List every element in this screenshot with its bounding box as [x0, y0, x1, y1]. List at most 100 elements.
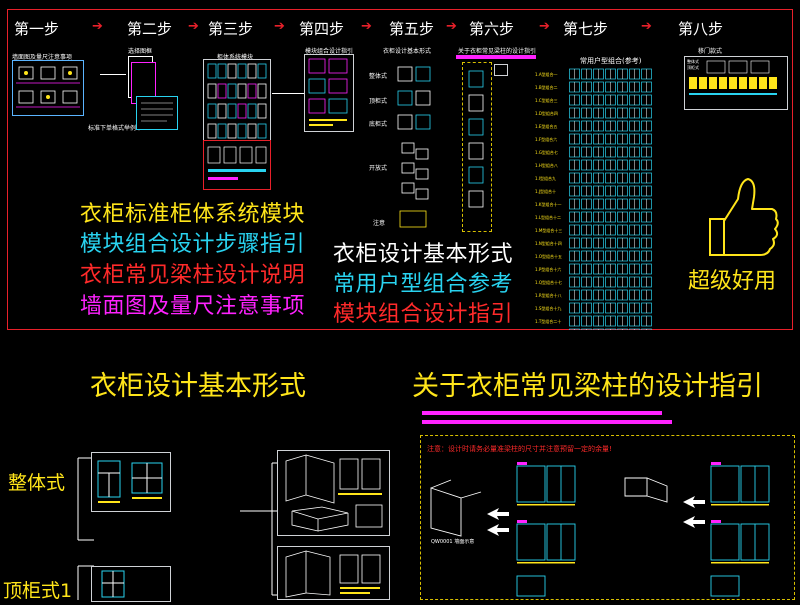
step-2-label: 第二步: [127, 20, 173, 38]
combo-row-label: 1.D型组合四: [535, 111, 558, 116]
form-type-1: 整体式: [369, 73, 388, 80]
form-label-integral: 整体式: [8, 472, 66, 494]
combo-row-label: 1.M型组合十三: [535, 228, 563, 233]
highlight-bar: [422, 420, 672, 424]
feature-item-6: 常用户型组合参考: [333, 272, 514, 297]
module-detail-drawing: [207, 146, 267, 180]
sliding-door-sheet: 整体式 顶柜式: [684, 56, 788, 110]
order-sample-thumb: [136, 96, 178, 130]
combo-row-label: 1.J型组合十: [535, 189, 556, 194]
design-note: 注意：设计时请务必量准梁柱的尺寸并注意预留一定的余量!: [427, 445, 612, 453]
basic-forms-title: 衣柜设计基本形式: [90, 371, 306, 402]
beam-column-guide: [462, 62, 492, 232]
beam-guide-title: 关于衣柜常见梁柱的设计指引: [412, 371, 763, 402]
combo-row-label: 1.N型组合十四: [535, 241, 562, 246]
feature-item-2: 模块组合设计步骤指引: [80, 232, 306, 257]
form-type-2: 顶柜式: [369, 98, 388, 105]
feature-item-3: 衣柜常见梁柱设计说明: [80, 263, 306, 288]
step-8-caption: 移门款式: [698, 48, 723, 55]
step-4-caption: 模块组合设计指引: [305, 48, 354, 55]
step-6-caption: 关于衣柜常见梁柱的设计指引: [458, 48, 537, 55]
combo-row-label: 1.G型组合七: [535, 150, 558, 155]
form-type-3: 底柜式: [369, 121, 388, 128]
form-type-4: 开放式: [369, 165, 388, 172]
combo-row-label: 1.Q型组合十七: [535, 280, 562, 285]
top-cabinet-drawing: [91, 566, 171, 602]
arrow-right-icon: ➔: [188, 19, 199, 34]
step-2-caption-b: 标准下单格式举例本: [88, 125, 143, 132]
slogan-text: 超级好用: [688, 269, 777, 294]
overview-frame: [7, 9, 793, 330]
step-1-label: 第一步: [14, 20, 60, 38]
wardrobe-form-svg-2: [285, 550, 381, 598]
combo-row-label: 1.A型组合一: [535, 72, 558, 77]
combo-row-label: 1.E型组合五: [535, 124, 558, 129]
step-1-caption: 墙面图及量尺注意事项: [12, 54, 73, 61]
wardrobe-form-sheet-1: [277, 450, 390, 536]
step-5-label: 第五步: [389, 20, 435, 38]
highlight-bar: [456, 55, 536, 59]
arrow-right-icon: ➔: [274, 19, 285, 34]
combo-row-label: 1.F型组合六: [535, 137, 558, 142]
beam-detail-thumb: [494, 64, 508, 76]
combo-row-label: 1.T型组合二十: [535, 319, 562, 324]
feature-item-1: 衣柜标准柜体系统模块: [80, 202, 306, 227]
step-3-caption: 柜体系统模块: [217, 54, 254, 61]
combo-row-label: 1.O型组合十五: [535, 254, 562, 259]
wardrobe-form-svg-1: [285, 454, 383, 532]
layout-combos-drawing: [569, 68, 653, 330]
combo-row-label: 1.S型组合十九: [535, 306, 562, 311]
step-5-caption: 衣柜设计基本形式: [383, 48, 432, 55]
figure-caption: QW0001 墙面示意: [431, 539, 475, 545]
integral-cabinet-drawing: [91, 452, 171, 512]
feature-item-7: 模块组合设计指引: [333, 302, 514, 327]
arrow-right-icon: ➔: [446, 19, 457, 34]
arrow-right-icon: ➔: [92, 19, 103, 34]
wall-plan-drawing: [16, 66, 80, 108]
combo-row-label: 1.L型组合十二: [535, 215, 562, 220]
form-types-column: [396, 63, 434, 233]
step-7-label: 第七步: [563, 20, 609, 38]
step-8-label: 第八步: [678, 20, 724, 38]
combo-row-label: 1.P型组合十六: [535, 267, 562, 272]
beam-guide-panel: 注意：设计时请务必量准梁柱的尺寸并注意预留一定的余量! QW0001 墙面示意: [420, 435, 795, 600]
connector-line: [100, 74, 126, 75]
connector-line: [272, 93, 304, 94]
tree-connector: [240, 462, 280, 596]
combo-row-label: 1.H型组合八: [535, 163, 558, 168]
module-detail-sheet: [203, 140, 271, 190]
step-6-label: 第六步: [469, 20, 515, 38]
form-types-drawing: [397, 66, 431, 228]
integral-cabinet-svg: [97, 460, 163, 503]
beam-guide-drawing: [430, 462, 770, 597]
form-label-top-cabinet: 顶柜式1: [3, 580, 73, 602]
module-combo-sheet: [304, 54, 354, 132]
sliding-door-drawing: [689, 60, 777, 95]
step-3-label: 第三步: [208, 20, 254, 38]
wall-plan-thumbnail: [12, 60, 84, 116]
module-combo-drawing: [308, 58, 348, 126]
feature-item-5: 衣柜设计基本形式: [333, 242, 514, 267]
layout-combos-grid: 1.A型组合一 1.B型组合二 1.C型组合三 1.D型组合四 1.E型组合五 …: [535, 66, 653, 331]
combo-row-label: 1.C型组合三: [535, 98, 558, 103]
arrow-right-icon: ➔: [641, 19, 652, 34]
wardrobe-form-sheet-2: [277, 546, 390, 600]
highlight-bar: [422, 411, 662, 415]
combo-row-label: 1.I型组合九: [535, 176, 556, 181]
step-2-caption-a: 选择图框: [128, 48, 153, 55]
order-sample-drawing: [141, 102, 173, 122]
top-cabinet-svg: [101, 570, 125, 598]
step-7-caption: 常用户型组合(参考): [580, 57, 642, 65]
thumbs-up-icon: [709, 178, 779, 256]
feature-item-4: 墙面图及量尺注意事项: [80, 294, 306, 319]
combo-row-label: 1.K型组合十一: [535, 202, 562, 207]
step-4-label: 第四步: [299, 20, 345, 38]
combo-row-label: 1.R型组合十八: [535, 293, 562, 298]
door-legend-2: 顶柜式: [687, 65, 699, 70]
arrow-right-icon: ➔: [539, 19, 550, 34]
combo-row-label: 1.B型组合二: [535, 85, 558, 90]
beam-column-drawing: [468, 70, 484, 208]
form-note: 注意: [373, 220, 386, 227]
arrow-right-icon: ➔: [361, 19, 372, 34]
door-legend-1: 整体式: [687, 59, 699, 64]
